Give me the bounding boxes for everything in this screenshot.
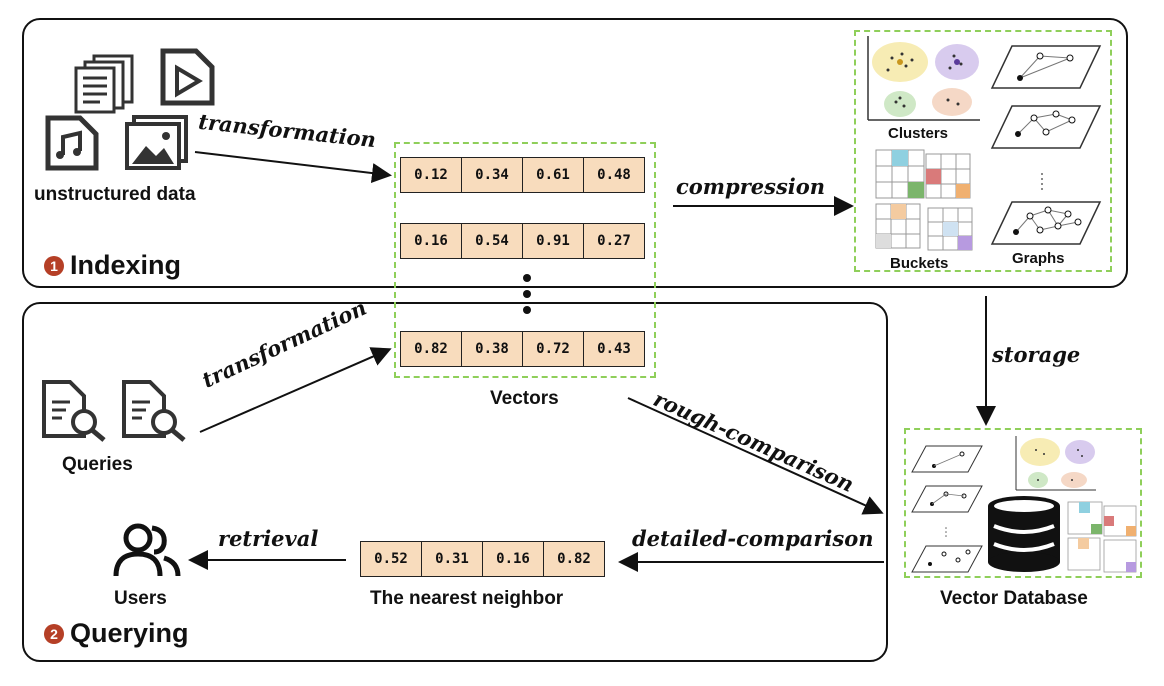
- arrow-rough-comparison: [627, 397, 884, 515]
- query-document-icon-1: [40, 378, 110, 447]
- arrow-transformation-top: [194, 151, 392, 184]
- users-label: Users: [114, 588, 167, 609]
- vector-cell: 0.43: [597, 341, 631, 357]
- vector-cell: 0.34: [462, 158, 523, 192]
- vector-cell: 0.72: [523, 332, 584, 366]
- index-structures-container: [854, 30, 1112, 272]
- vectors-container: [394, 142, 656, 378]
- vector-row-2: 0.16 0.54 0.91 0.27: [400, 223, 645, 259]
- video-file-icon: [158, 48, 216, 111]
- indexing-title-text: Indexing: [70, 250, 182, 280]
- graphs-label: Graphs: [1012, 250, 1065, 267]
- document-stack-icon: [72, 52, 136, 119]
- indexing-step-badge: 1: [44, 255, 64, 276]
- vector-cell: 0.27: [597, 233, 631, 249]
- vector-cell: 0.61: [523, 158, 584, 192]
- nearest-neighbor-label: The nearest neighbor: [370, 588, 564, 609]
- querying-title-text: Querying: [70, 618, 189, 648]
- querying-step-badge: 2: [44, 623, 64, 644]
- vector-cell: 0.82: [557, 551, 591, 567]
- vector-cell: 0.16: [401, 224, 462, 258]
- unstructured-data-label: unstructured data: [34, 184, 196, 205]
- graph-ellipsis: [1040, 172, 1044, 195]
- vector-row-3: 0.82 0.38 0.72 0.43: [400, 331, 645, 367]
- detailed-comparison-label: detailed-comparison: [632, 526, 874, 551]
- nearest-neighbor-vector: 0.52 0.31 0.16 0.82: [360, 541, 605, 577]
- vector-cell: 0.16: [483, 542, 544, 576]
- vector-cell: 0.54: [462, 224, 523, 258]
- arrow-transformation-bottom: [199, 347, 392, 433]
- vectors-label: Vectors: [490, 388, 559, 409]
- storage-label: storage: [992, 342, 1081, 367]
- clusters-diagram: [862, 32, 984, 129]
- vector-database-label: Vector Database: [940, 588, 1088, 609]
- vector-database-contents: [906, 430, 1140, 581]
- compression-label: compression: [676, 174, 826, 199]
- querying-title: 2 Querying: [44, 618, 189, 649]
- vector-cell: 0.12: [401, 158, 462, 192]
- indexing-panel: [22, 18, 1128, 288]
- vector-cell: 0.82: [401, 332, 462, 366]
- graph-layer-3: [990, 200, 1102, 251]
- audio-file-icon: [44, 115, 100, 176]
- vector-cell: 0.38: [462, 332, 523, 366]
- clusters-label: Clusters: [888, 125, 949, 142]
- image-icon: [124, 114, 188, 175]
- query-document-icon-2: [120, 378, 190, 447]
- graph-layer-2: [990, 104, 1102, 155]
- graph-layer-1: [990, 44, 1102, 95]
- indexing-title: 1 Indexing: [44, 250, 181, 281]
- vector-database-container: [904, 428, 1142, 578]
- vector-cell: 0.48: [597, 167, 631, 183]
- querying-panel: [22, 302, 888, 662]
- queries-label: Queries: [62, 454, 133, 475]
- buckets-diagram: [874, 148, 974, 257]
- buckets-label: Buckets: [890, 255, 949, 272]
- vector-cell: 0.91: [523, 224, 584, 258]
- vector-cell: 0.52: [361, 542, 422, 576]
- retrieval-label: retrieval: [218, 526, 319, 551]
- vector-cell: 0.31: [422, 542, 483, 576]
- vertical-ellipsis: [522, 272, 532, 321]
- users-icon: [112, 522, 182, 583]
- vector-row-1: 0.12 0.34 0.61 0.48: [400, 157, 645, 193]
